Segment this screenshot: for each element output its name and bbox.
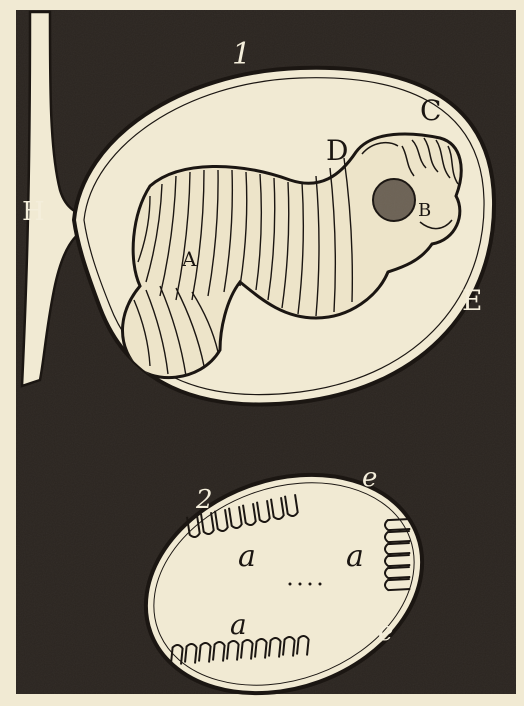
label-H: H: [22, 197, 45, 227]
figure-1-number: 1: [232, 37, 251, 72]
label-e-top: e: [362, 463, 377, 493]
label-e-bottom: e: [378, 617, 393, 647]
label-a-bottom: a: [230, 608, 247, 641]
label-A: A: [181, 247, 197, 271]
label-C: C: [420, 94, 441, 127]
label-a-left: a: [238, 539, 256, 574]
label-D: D: [326, 134, 348, 167]
figure-2-number: 2: [195, 485, 213, 515]
label-B: B: [418, 200, 431, 221]
label-a-right: a: [346, 539, 364, 574]
label-E: E: [462, 284, 482, 317]
